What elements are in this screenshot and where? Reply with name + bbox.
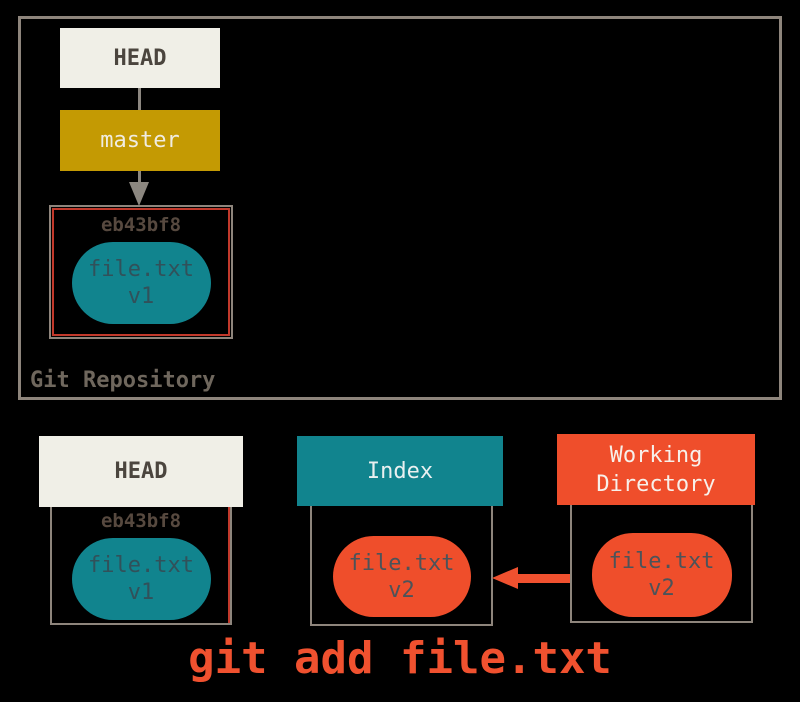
commit-hash: eb43bf8 bbox=[100, 214, 182, 236]
working-directory-file-blob: file.txt v2 bbox=[591, 533, 732, 617]
head-file-name: file.txt bbox=[88, 553, 194, 578]
index-column-header: Index bbox=[297, 436, 503, 506]
head-column-header: HEAD bbox=[39, 436, 243, 507]
commit-file-name: file.txt bbox=[88, 257, 194, 282]
head-to-master-connector bbox=[138, 88, 141, 110]
red-accent-line bbox=[228, 507, 230, 623]
arrow-down-icon bbox=[129, 182, 149, 206]
index-column-container: file.txt v2 bbox=[310, 506, 493, 626]
arrow-left-icon bbox=[492, 567, 518, 589]
index-column-title: Index bbox=[366, 458, 434, 484]
workdir-to-index-arrow-shaft bbox=[517, 574, 570, 583]
head-column-title: HEAD bbox=[114, 459, 168, 484]
head-column-hash: eb43bf8 bbox=[100, 510, 182, 532]
working-directory-file-version: v2 bbox=[648, 576, 675, 601]
commit-box: eb43bf8 file.txt v1 bbox=[49, 205, 233, 339]
git-repository-label: Git Repository bbox=[30, 368, 216, 393]
head-file-version: v1 bbox=[127, 580, 155, 605]
working-directory-file-name: file.txt bbox=[608, 549, 715, 574]
working-directory-header: Working Directory bbox=[557, 434, 755, 505]
caption-command: git add file.txt bbox=[188, 633, 612, 684]
index-file-name: file.txt bbox=[348, 550, 455, 576]
working-directory-title: Working Directory bbox=[596, 442, 716, 497]
head-ref-box: HEAD bbox=[60, 28, 220, 88]
master-branch-label: master bbox=[100, 128, 180, 153]
git-repository-frame bbox=[18, 16, 782, 400]
head-file-blob: file.txt v1 bbox=[71, 538, 211, 620]
index-file-blob: file.txt v2 bbox=[332, 536, 471, 617]
head-ref-label: HEAD bbox=[113, 45, 167, 71]
commit-file-blob: file.txt v1 bbox=[71, 242, 211, 324]
index-file-version: v2 bbox=[388, 577, 415, 603]
head-column-container: eb43bf8 file.txt v1 bbox=[50, 507, 232, 625]
master-branch-box: master bbox=[60, 110, 220, 171]
working-directory-container: file.txt v2 bbox=[570, 505, 753, 623]
master-to-commit-connector bbox=[138, 171, 141, 183]
commit-file-version: v1 bbox=[127, 284, 155, 309]
